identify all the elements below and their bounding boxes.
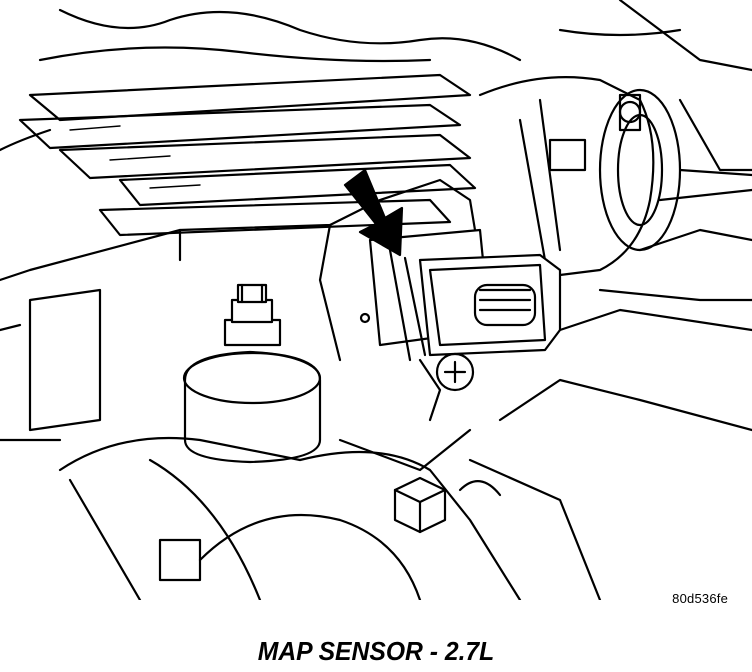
mounting-screw bbox=[418, 352, 475, 422]
lower-engine bbox=[58, 228, 752, 600]
hex-bolt bbox=[393, 476, 502, 534]
throttle-body bbox=[478, 76, 752, 277]
pointer-arrow bbox=[343, 168, 404, 257]
intake-runners bbox=[18, 73, 477, 237]
strut-mount bbox=[182, 283, 322, 464]
figure-code: 80d536fe bbox=[672, 591, 728, 606]
upper-engine-outline bbox=[0, 0, 752, 152]
figure-caption: MAP SENSOR - 2.7L bbox=[257, 636, 495, 666]
map-sensor bbox=[359, 228, 562, 362]
manifold-body bbox=[0, 178, 482, 442]
map-sensor-illustration bbox=[0, 0, 752, 600]
